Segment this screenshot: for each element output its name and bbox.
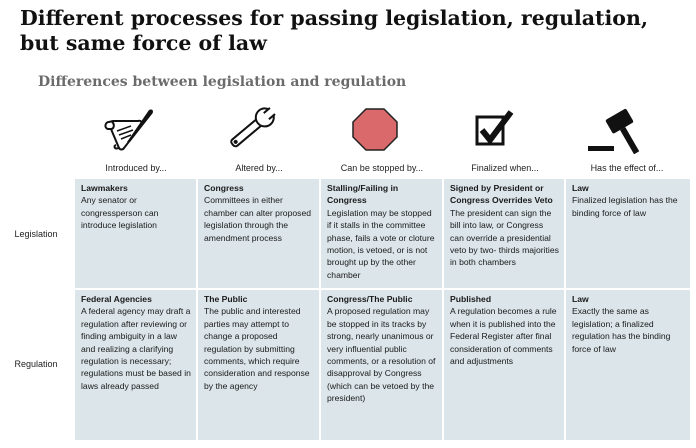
scroll-quill-icon xyxy=(97,104,157,154)
cell-body: A federal agency may draft a regulation … xyxy=(81,306,191,391)
cell-heading: Federal Agencies xyxy=(81,294,152,304)
cell-body: Committees in either chamber can alter p… xyxy=(204,195,312,243)
cell-heading: The Public xyxy=(204,294,248,304)
table-cell: Law Finalized legislation has the bindin… xyxy=(566,179,690,288)
row-header-regulation: Regulation xyxy=(14,359,58,369)
table-cell: The Public The public and interested par… xyxy=(198,290,319,440)
cell-body: Exactly the same as legislation; a final… xyxy=(572,306,671,354)
gavel-icon xyxy=(584,104,644,155)
cell-body: Legislation may be stopped if it stalls … xyxy=(327,207,435,280)
cell-heading: Signed by President or Congress Override… xyxy=(450,183,553,206)
checkbox-icon xyxy=(467,104,527,154)
cell-body: A regulation becomes a rule when it is p… xyxy=(450,306,557,367)
table-cell: Congress/The Public A proposed regulatio… xyxy=(321,290,442,440)
cell-heading: Lawmakers xyxy=(81,183,128,193)
table-cell: Lawmakers Any senator or congressperson … xyxy=(75,179,196,288)
table-cell: Federal Agencies A federal agency may dr… xyxy=(75,290,196,440)
cell-body: A proposed regulation may be stopped in … xyxy=(327,306,436,404)
column-header-introduced: Introduced by... xyxy=(105,163,167,173)
cell-heading: Stalling/Failing in Congress xyxy=(327,183,399,206)
cell-body: Finalized legislation has the binding fo… xyxy=(572,195,678,218)
column-header-stopped: Can be stopped by... xyxy=(340,163,424,173)
table-cell: Law Exactly the same as legislation; a f… xyxy=(566,290,690,440)
table-cell: Published A regulation becomes a rule wh… xyxy=(444,290,564,440)
page-title: Different processes for passing legislat… xyxy=(20,6,649,55)
page-subtitle: Differences between legislation and regu… xyxy=(38,74,407,90)
cell-heading: Published xyxy=(450,294,492,304)
cell-body: The president can sign the bill into law… xyxy=(450,207,559,268)
column-header-finalized: Finalized when... xyxy=(471,163,539,173)
cell-body: Any senator or congressperson can introd… xyxy=(81,195,159,231)
cell-heading: Congress/The Public xyxy=(327,294,413,304)
table-cell: Stalling/Failing in Congress Legislation… xyxy=(321,179,442,288)
wrench-icon xyxy=(221,104,281,154)
cell-body: The public and interested parties may at… xyxy=(204,306,310,391)
table-cell: Congress Committees in either chamber ca… xyxy=(198,179,319,288)
cell-heading: Law xyxy=(572,183,589,193)
row-header-legislation: Legislation xyxy=(14,229,58,239)
cell-heading: Congress xyxy=(204,183,244,193)
column-header-effect: Has the effect of... xyxy=(590,163,664,173)
column-header-altered: Altered by... xyxy=(235,163,283,173)
stop-sign-icon xyxy=(345,104,405,154)
table-cell: Signed by President or Congress Override… xyxy=(444,179,564,288)
cell-heading: Law xyxy=(572,294,589,304)
